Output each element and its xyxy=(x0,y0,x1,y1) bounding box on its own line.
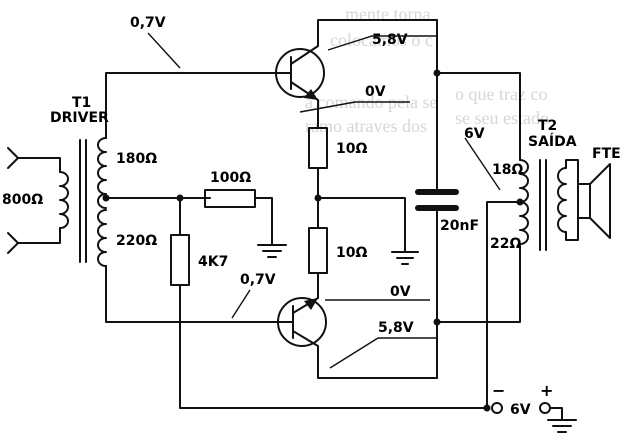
cap-label: 20nF xyxy=(440,218,479,234)
supply-minus-sign: − xyxy=(492,381,505,400)
r-emit-bottom-label: 10Ω xyxy=(336,245,367,261)
resistor-100-ohm xyxy=(204,189,287,258)
plus-terminal xyxy=(539,402,551,414)
supply-plus-sign: + xyxy=(540,381,553,400)
bg-text-line: colocamos o c xyxy=(330,30,433,50)
upper-base-voltage: 0,7V xyxy=(130,15,166,31)
t2-output-transformer xyxy=(436,72,567,409)
junction-dot xyxy=(483,404,491,412)
upper-emitter-voltage: 0V xyxy=(365,84,386,100)
t2-name-label: T2 xyxy=(538,118,557,134)
input-terminals xyxy=(7,147,61,254)
t2-bottom-label: 22Ω xyxy=(490,236,521,252)
emitter-resistors xyxy=(308,127,419,299)
t1-desc-label: DRIVER xyxy=(50,110,109,126)
r-bias-label: 100Ω xyxy=(210,170,251,186)
bg-text-line: se seu estado xyxy=(455,108,549,128)
t2-desc-label: SAÍDA xyxy=(528,133,577,150)
lower-base-voltage: 0,7V xyxy=(240,272,276,288)
junction-dot xyxy=(102,194,110,202)
upper-transistor xyxy=(275,19,438,129)
resistor-4k7 xyxy=(170,197,486,409)
lower-emitter-voltage: 0V xyxy=(390,284,411,300)
t2-top-label: 18Ω xyxy=(492,162,523,178)
lower-transistor xyxy=(277,297,438,379)
t2-tap-voltage: 6V xyxy=(464,126,485,142)
speaker-icon xyxy=(565,159,611,241)
speaker-label: FTE xyxy=(592,146,621,162)
r-base-label: 4K7 xyxy=(198,254,228,270)
upper-collector-voltage: 5,8V xyxy=(372,32,408,48)
bg-text-line: o que traz co xyxy=(455,84,547,104)
lower-collector-voltage: 5,8V xyxy=(378,320,414,336)
power-supply-terminals xyxy=(483,402,577,433)
t1-driver-transformer xyxy=(59,72,291,323)
t1-name-label: T1 xyxy=(72,95,91,111)
t1-sec-bottom-label: 220Ω xyxy=(116,233,157,249)
minus-terminal xyxy=(491,402,503,414)
supply-voltage-label: 6V xyxy=(510,402,531,418)
t1-sec-top-label: 180Ω xyxy=(116,151,157,167)
t1-primary-label: 800Ω xyxy=(2,192,43,208)
collector-rail xyxy=(415,19,459,379)
r-emit-top-label: 10Ω xyxy=(336,141,367,157)
bg-text-line: ramo atraves dos xyxy=(305,116,427,136)
